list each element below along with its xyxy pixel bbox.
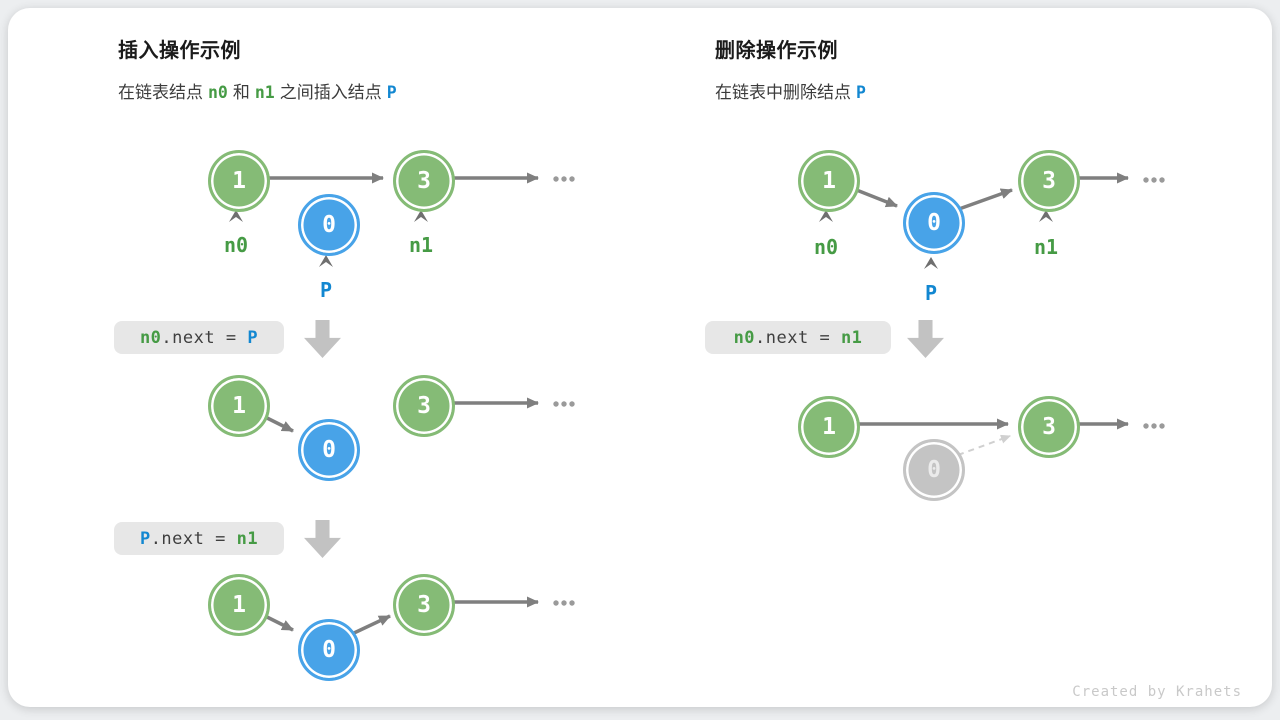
node-value: 1 [822, 168, 836, 194]
code-box-step1: n0.next = P [114, 321, 284, 354]
subtitle-text: 在链表中删除结点 [715, 83, 851, 102]
node-value: 3 [417, 168, 431, 194]
node-n0: 1 [208, 375, 270, 437]
caret-up-icon [924, 257, 938, 269]
node-n1: 3 [1018, 396, 1080, 458]
deletion-subtitle: 在链表中删除结点 P [715, 78, 871, 103]
node-p: 0 [298, 194, 360, 256]
pointer-label-n0: n0 [813, 235, 839, 259]
arrow-n0-to-p [853, 187, 898, 208]
node-value: 0 [322, 637, 336, 663]
node-p: 0 [298, 419, 360, 481]
code-lhs: P [139, 528, 151, 549]
node-value: 0 [322, 212, 336, 238]
code-op: .next = [755, 327, 841, 348]
pointer-label-p: P [924, 281, 938, 305]
subtitle-code-n0: n0 [208, 83, 228, 102]
caret-up-icon [229, 210, 243, 222]
arrow-p-to-n1 [958, 188, 1013, 211]
watermark: Created by Krahets [1072, 684, 1242, 700]
code-box-step1: n0.next = n1 [705, 321, 891, 354]
node-value: 3 [1042, 168, 1056, 194]
code-rhs: n1 [840, 327, 863, 348]
pointer-label-p: P [319, 278, 333, 302]
code-lhs: n0 [733, 327, 756, 348]
node-n0: 1 [208, 574, 270, 636]
insertion-title: 插入操作示例 [118, 40, 241, 62]
subtitle-text: 在链表结点 [118, 83, 203, 102]
caret-up-icon [319, 255, 333, 267]
node-value: 1 [232, 592, 246, 618]
code-op: .next = [150, 528, 237, 549]
node-value: 0 [322, 437, 336, 463]
subtitle-code-n1: n1 [254, 83, 275, 102]
node-value: 3 [1042, 414, 1056, 440]
node-value: 3 [417, 592, 431, 618]
caret-up-icon [819, 210, 833, 222]
node-value: 1 [232, 168, 246, 194]
dashed-arrow-deleted-p-to-n1 [957, 434, 1011, 456]
subtitle-text: 之间插入结点 [279, 83, 382, 102]
node-n1: 3 [393, 375, 455, 437]
node-value: 3 [417, 393, 431, 419]
subtitle-code-p: P [386, 83, 397, 102]
node-p: 0 [903, 192, 965, 254]
node-n0: 1 [798, 150, 860, 212]
code-rhs: P [247, 327, 259, 348]
node-n1: 3 [1018, 150, 1080, 212]
node-value: 0 [927, 457, 941, 483]
node-value: 0 [927, 210, 941, 236]
pointer-label-n0: n0 [223, 233, 249, 257]
code-rhs: n1 [236, 528, 259, 549]
ellipsis-icon [553, 176, 1165, 606]
deletion-title: 删除操作示例 [715, 40, 838, 62]
caret-up-icon [414, 210, 428, 222]
subtitle-code-p: P [856, 83, 866, 102]
arrow-p-to-n1 [353, 614, 391, 635]
code-lhs: n0 [139, 327, 162, 348]
node-n0: 1 [208, 150, 270, 212]
node-n1: 3 [393, 574, 455, 636]
node-n1: 3 [393, 150, 455, 212]
subtitle-text: 和 [232, 83, 250, 102]
pointer-label-n1: n1 [1033, 235, 1059, 259]
node-p-deleted: 0 [903, 439, 965, 501]
code-box-step2: P.next = n1 [114, 522, 284, 555]
node-n0: 1 [798, 396, 860, 458]
pointer-label-n1: n1 [408, 233, 434, 257]
node-p: 0 [298, 619, 360, 681]
node-value: 1 [232, 393, 246, 419]
code-op: .next = [161, 327, 248, 348]
caret-up-icon [1039, 210, 1053, 222]
node-value: 1 [822, 414, 836, 440]
